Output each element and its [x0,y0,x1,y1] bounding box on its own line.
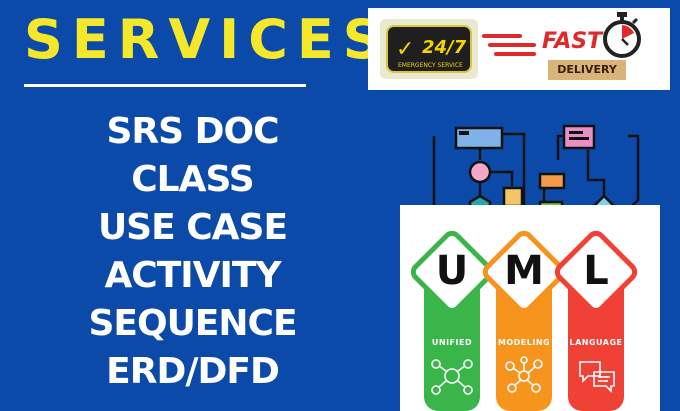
fast-label: FAST [542,29,603,54]
service-item-srs-doc: SRS DOC [106,111,279,152]
service-item-activity: ACTIVITY [104,255,281,296]
service-item-sequence: SEQUENCE [88,303,297,344]
service-item-use-case: USE CASE [97,207,288,248]
uml-letter-l: L [583,248,609,294]
delivery-label: DELIVERY [548,60,626,80]
uml-card-modeling: M MODELING [478,226,570,411]
checkmark-icon: ✓ [396,37,415,62]
uml-letter-m: M [504,248,544,294]
title-underline [24,84,306,87]
support-caption: EMERGENCY SERVICE [398,62,463,69]
uml-word-modeling: MODELING [497,338,551,347]
stopwatch-icon [603,12,641,58]
uml-word-unified: UNIFIED [431,338,473,347]
uml-word-language: LANGUAGE [569,338,623,347]
service-item-class: CLASS [131,159,254,200]
speech-bubbles-icon [579,361,615,393]
page-title: SERVICES [24,8,391,71]
service-item-erd-dfd: ERD/DFD [106,351,280,392]
support-247-badge: ✓ 24/7 EMERGENCY SERVICE [380,19,478,79]
uml-letter-u: U [435,248,469,294]
uml-card-language: L LANGUAGE [550,226,642,411]
network-nodes-icon [431,359,473,395]
services-list: SRS DOC CLASS USE CASE ACTIVITY SEQUENCE… [40,108,345,396]
support-hours: 24/7 [422,37,467,58]
uml-card-unified: U UNIFIED [406,226,498,411]
molecule-model-icon [505,356,543,393]
